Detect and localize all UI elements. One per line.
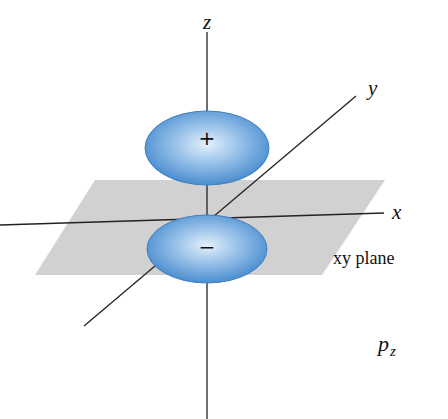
orbital-lobe: − [146, 214, 268, 284]
axis-label: y [368, 78, 377, 99]
y-axis [84, 96, 356, 326]
orbital-name: p [378, 333, 389, 355]
axis-label: z [203, 12, 211, 33]
lobe-ellipse [145, 111, 269, 185]
orbital-subscript: z [390, 344, 396, 359]
axis-label: x [392, 202, 401, 223]
orbital-lobe: + [144, 110, 270, 186]
phase-sign: + [144, 126, 270, 150]
plane-label: xy plane [333, 249, 394, 267]
phase-sign: − [146, 235, 268, 259]
lobe-ellipse [147, 215, 267, 283]
